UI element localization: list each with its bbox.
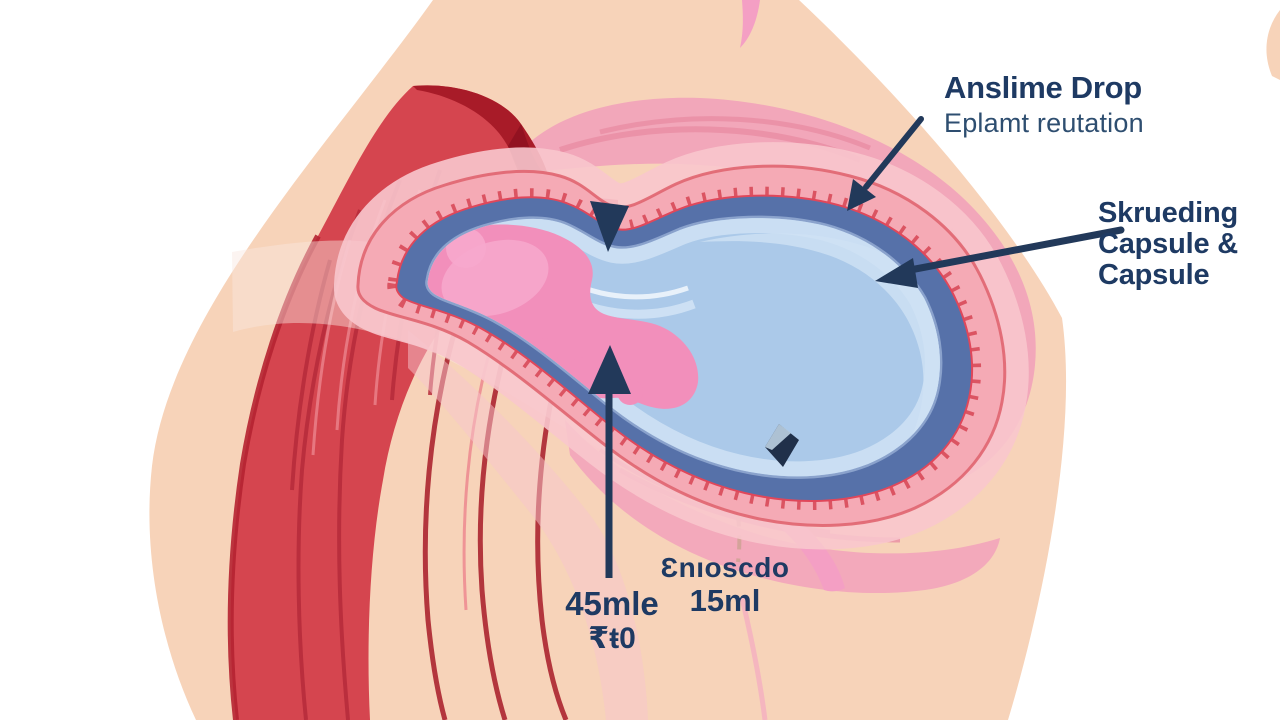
implant-note-subtitle: Eplamt reutation xyxy=(944,108,1144,138)
capsule-note-line1: Skrueding xyxy=(1098,197,1238,229)
arrowhead-implant-note-icon xyxy=(847,179,876,211)
volume-right-name: Ɛnıoscdo xyxy=(660,552,790,583)
arrowhead-up-icon xyxy=(588,345,631,394)
capsule-note-line3: Capsule xyxy=(1098,259,1210,291)
light-wash-overlay xyxy=(232,240,636,470)
volume-left-value: 45mle xyxy=(565,585,659,622)
muscle-dome xyxy=(413,85,600,207)
neck-strand xyxy=(740,0,760,48)
implant-note-title: Anslime Drop xyxy=(944,70,1142,105)
arrow-capsule-note xyxy=(875,226,1125,288)
arrow-down-marker-icon xyxy=(590,201,629,252)
annotation-arrows xyxy=(588,116,1125,578)
arrow-implant-note xyxy=(847,116,924,211)
implant-capsule xyxy=(350,150,1030,720)
volume-left-sub: ₹ŧ0 xyxy=(588,622,636,655)
gel-blob xyxy=(427,224,699,409)
label-capsule-note: Skrueding Capsule & Capsule xyxy=(1098,198,1238,291)
label-volume-left: 45mle ₹ŧ0 xyxy=(552,585,672,656)
diamond-marker-icon xyxy=(765,424,799,467)
arrowhead-capsule-note-icon xyxy=(875,258,918,288)
arrow-up-measure xyxy=(588,345,631,578)
capsule-note-line2: Capsule & xyxy=(1098,228,1239,260)
volume-right-value: 15ml xyxy=(689,583,761,618)
skin-sliver-top-right xyxy=(1266,10,1280,80)
faint-pink-line xyxy=(739,597,768,720)
label-implant-note: Anslime Drop Eplamt reutation xyxy=(944,70,1144,139)
label-volume-right: Ɛnıoscdo 15ml xyxy=(640,552,810,619)
